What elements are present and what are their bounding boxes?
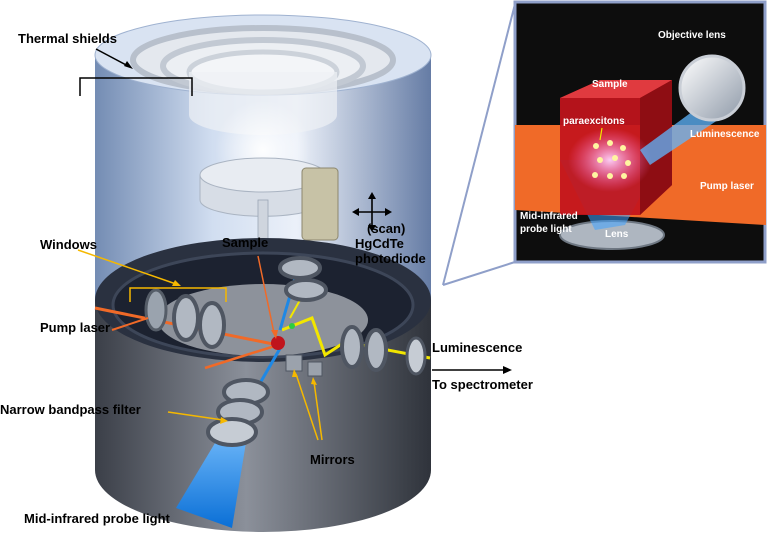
windows-label: Windows [40, 237, 97, 252]
windows-pointer [77, 249, 227, 302]
inset-luminescence-label: Luminescence [690, 129, 760, 140]
photodiode-label-line1: HgCdTe [355, 236, 404, 251]
sample-label: Sample [222, 235, 268, 250]
narrow-bandpass-filter-label: Narrow bandpass filter [0, 402, 141, 417]
scan-label: (scan) [367, 221, 405, 236]
window-top [278, 256, 328, 302]
luminescence-label: Luminescence [432, 340, 522, 355]
inset-probe-label-line1: Mid-infrared [520, 211, 578, 222]
thermal-shields-label: Thermal shields [18, 31, 117, 46]
inset-probe-label-line2: probe light [520, 224, 572, 235]
photodiode-label-line2: photodiode [355, 251, 426, 266]
mirrors-label: Mirrors [310, 452, 355, 467]
mirrors-pointer [292, 369, 323, 441]
window-bottom [206, 378, 270, 447]
paraexciton-cloud [568, 128, 652, 192]
inset-paraexcitons-label: paraexcitons [563, 116, 625, 127]
mid-infrared-probe-light-label: Mid-infrared probe light [24, 511, 171, 526]
window-left [144, 288, 226, 349]
pump-laser-pointer [111, 317, 149, 331]
photodiode-housing [301, 167, 339, 241]
inset-lens-label: Lens [605, 229, 629, 240]
pump-laser-label: Pump laser [40, 320, 110, 335]
thermal-shields-pointer [79, 48, 193, 96]
mirror-mounts [285, 354, 323, 377]
paraexciton-dots [592, 140, 631, 179]
objective-lens [678, 54, 746, 122]
inset-sample-label: Sample [592, 79, 628, 90]
sample-holder [271, 323, 295, 350]
inset-pump-laser-label: Pump laser [700, 181, 754, 192]
inset-objective-lens-label: Objective lens [658, 30, 726, 41]
scan-arrows-icon [352, 192, 392, 232]
spectrometer-arrow [432, 366, 512, 374]
filter-pointer [167, 411, 228, 424]
zoom-lines [442, 3, 516, 286]
inset-panel [513, 0, 767, 264]
window-right [340, 325, 427, 376]
sample-pointer [257, 255, 278, 339]
to-spectrometer-label: To spectrometer [432, 377, 533, 392]
paraexcitons-pointer [599, 127, 603, 141]
